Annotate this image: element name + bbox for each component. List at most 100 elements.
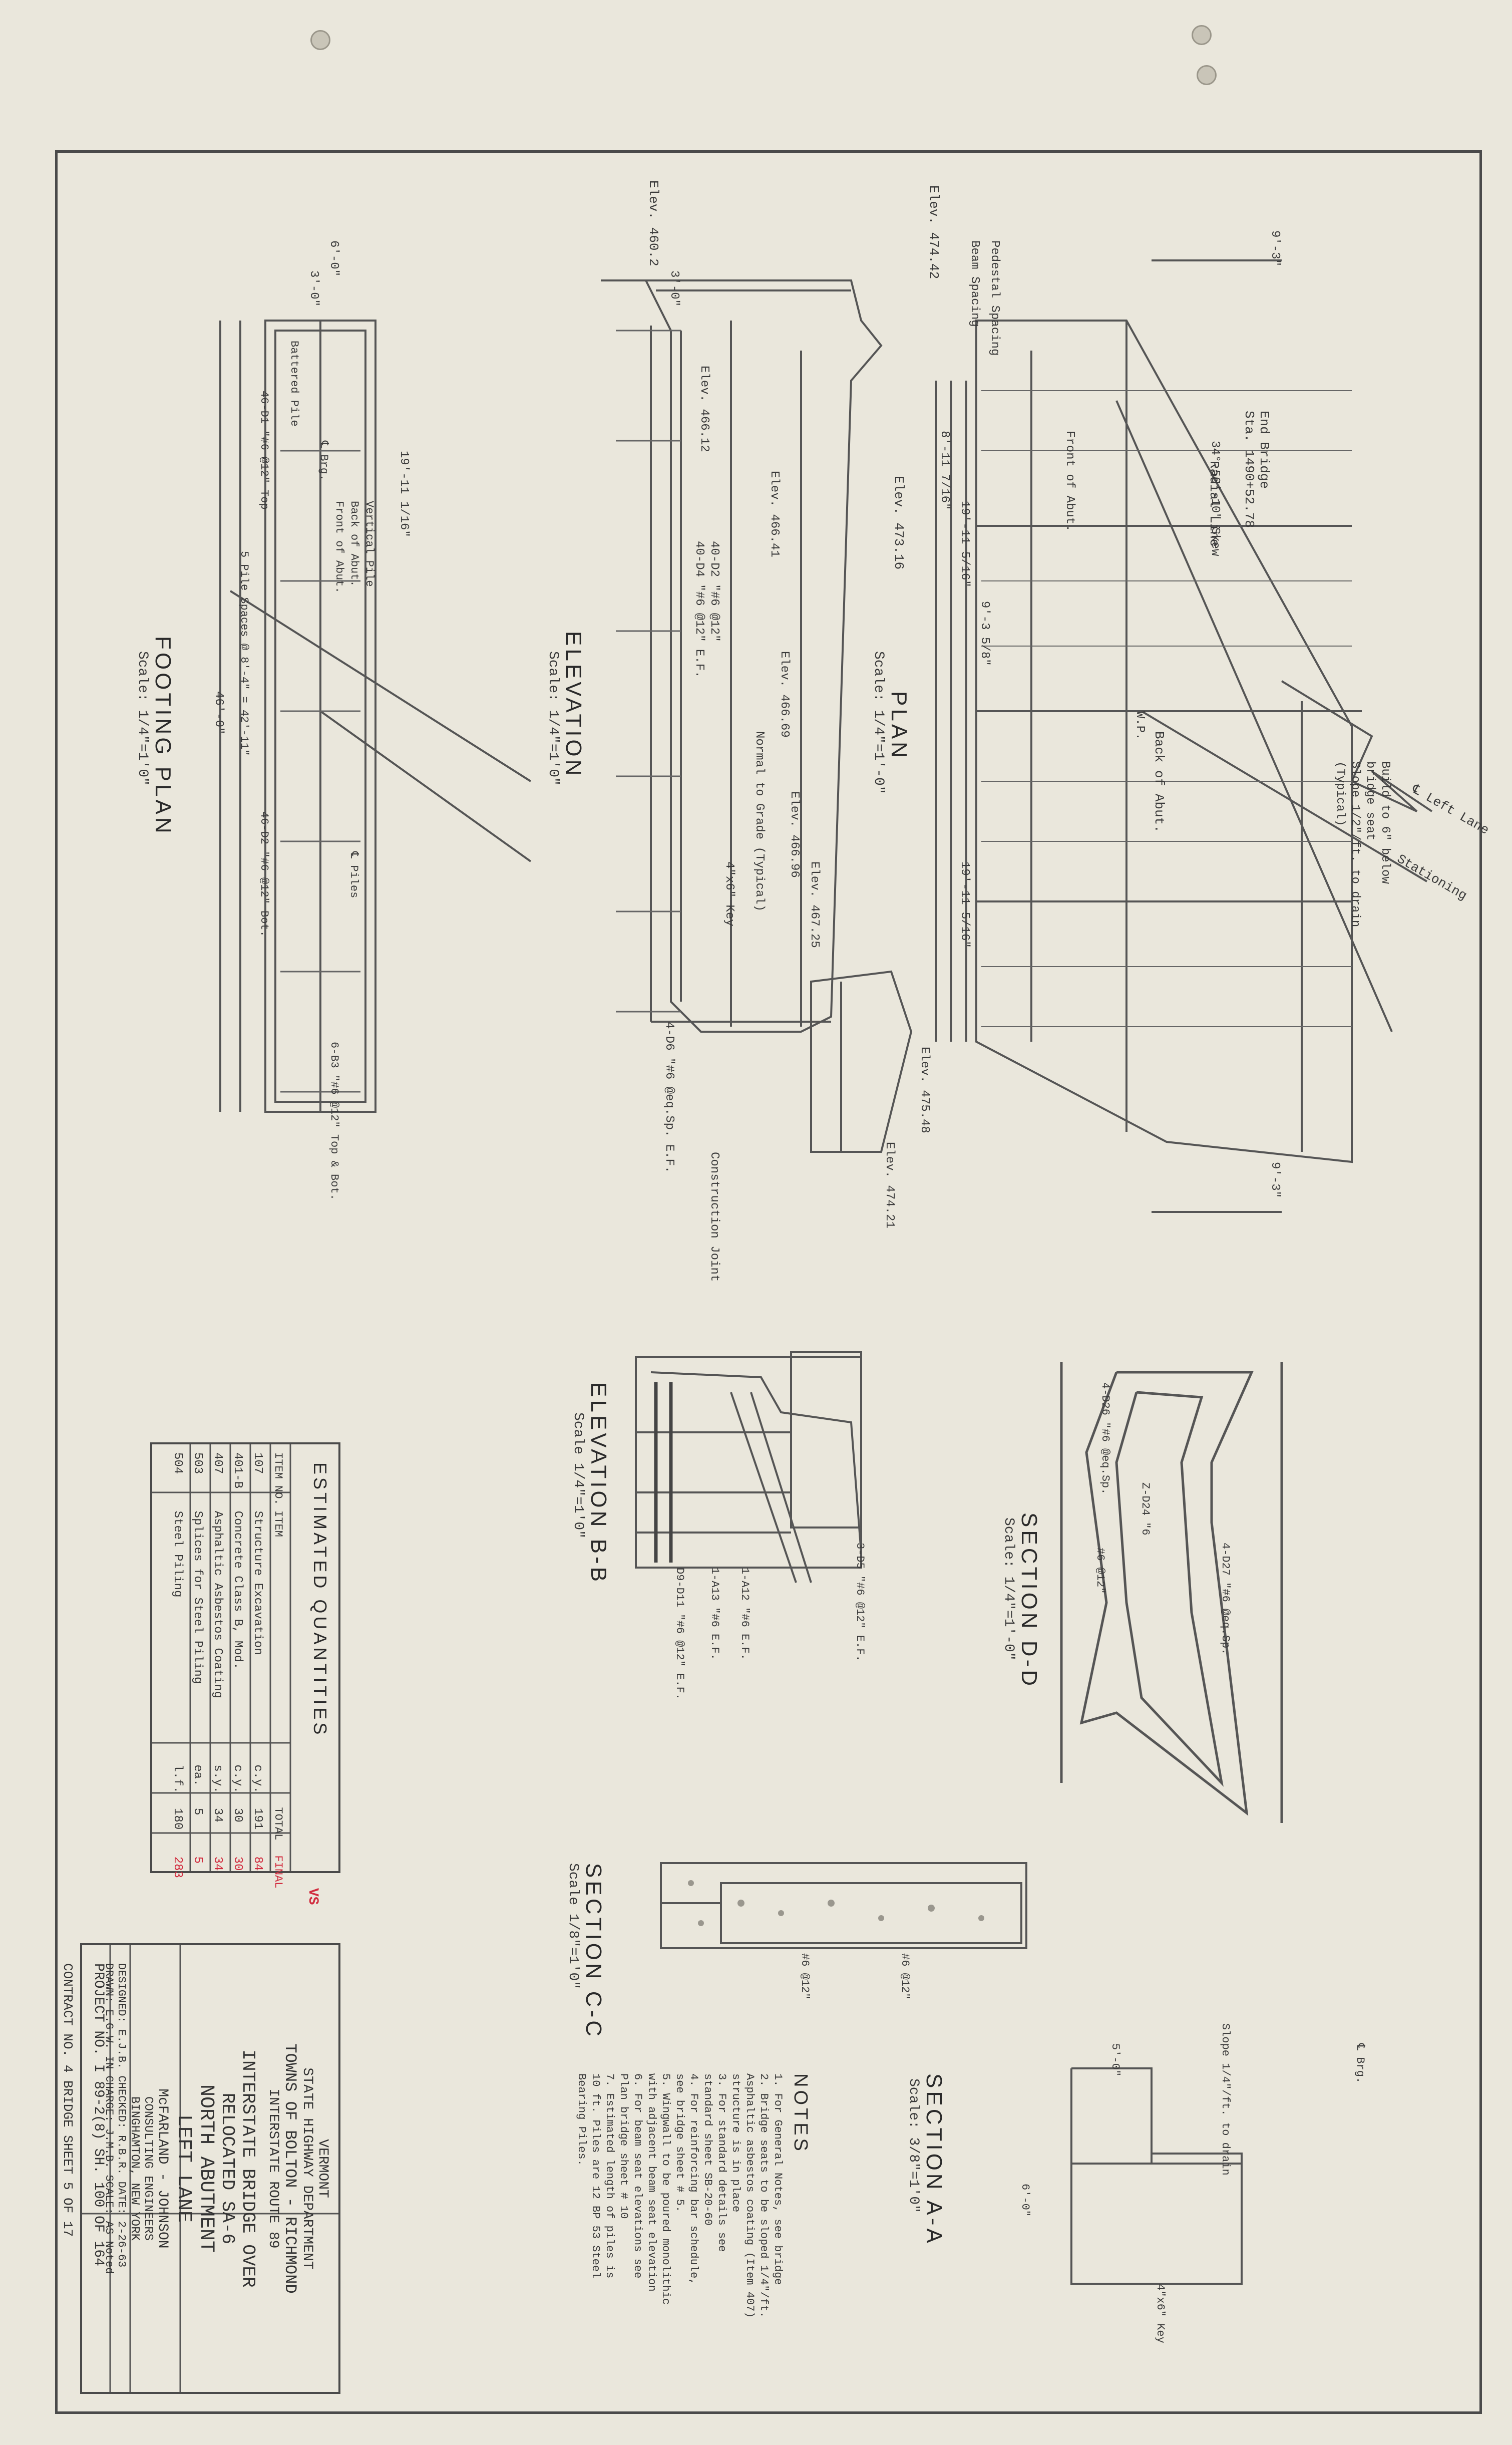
plan-elev-label: Elev. 474.42	[926, 185, 941, 279]
rebar-callout: 6-B3 "#6 @12" Top & Bot.	[328, 1042, 340, 1200]
note-line: with adjacent beam seat elevation	[645, 2073, 658, 2292]
footing-dimension: 46'-0"	[212, 691, 225, 735]
end-bridge-station: Sta. 1490+52.78	[1242, 411, 1257, 528]
title-block-text: VERMONT STATE HIGHWAY DEPARTMENT TOWNS O…	[172, 1963, 330, 2374]
quantities-header-row: ITEM NO. ITEM TOTAL FINAL	[272, 1452, 285, 1896]
elevation-label: Elev. 466.12	[697, 366, 711, 452]
rebar-callout: 1-A12 "#6 E.F.	[738, 1568, 751, 1660]
item-total: 34	[211, 1808, 224, 1822]
table-row: 407 Asphaltic Asbestos Coating s.y. 34 3…	[211, 1452, 225, 1897]
item-no: 504	[171, 1452, 184, 1474]
rebar-spacing: #6 @12"	[799, 1953, 811, 2000]
footing-dimension: 6'-0"	[327, 240, 340, 277]
tb-relocated: RELOCATED SA-6	[217, 2092, 238, 2245]
tb-dept: STATE HIGHWAY DEPARTMENT	[299, 2067, 315, 2270]
note-line: 5. Wingwall to be poured monolithic	[659, 2073, 672, 2305]
plan-dimension: 9'-3"	[1268, 230, 1282, 267]
item-name: Asphaltic Asbestos Coating	[211, 1510, 224, 1699]
quantities-table	[150, 1442, 340, 1873]
note-line: 4. For reinforcing bar schedule,	[687, 2073, 700, 2285]
elevation-label: Elev. 466.96	[788, 791, 801, 878]
item-name: Concrete Class B, Mod.	[231, 1510, 244, 1670]
plan-dimension: 9'-3 5/8"	[978, 601, 991, 666]
rebar-callout: 40-D2 "#6 @12"	[707, 541, 721, 642]
tb-route: INTERSTATE ROUTE 89	[265, 2088, 281, 2249]
title-block-contract: CONTRACT NO. 4 BRIDGE SHEET 5 OF 17	[60, 1963, 75, 2394]
vertical-pile-label: Vertical Pile	[363, 501, 375, 587]
front-of-abut-label: Front of Abut.	[333, 501, 345, 593]
elevation-label: Elev. 474.21	[883, 1142, 896, 1229]
notes-title: NOTES	[790, 2073, 811, 2154]
section-dimension: 6'-0"	[1019, 2184, 1031, 2217]
tb-project: PROJECT NO. I 89-2(8) SH. 100 OF 164	[91, 1963, 106, 2266]
rebar-callout: 1-A13 "#6 E.F.	[708, 1568, 721, 1660]
tb-towns: TOWNS OF BOLTON - RICHMOND	[281, 2043, 299, 2294]
note-line: Plan bridge sheet # 10	[617, 2073, 630, 2219]
plan-dimension: 19'-11 5/16"	[958, 501, 971, 587]
note-line: 10 ft. Piles are 12 BP 53 Steel	[589, 2073, 602, 2279]
tb-state: VERMONT	[315, 2139, 330, 2198]
item-name: Splices for Steel Piling	[191, 1510, 204, 1684]
plan-dimension: 9'-3"	[1268, 1162, 1282, 1198]
plan-dimension: 19'-11 5/16"	[958, 861, 971, 948]
elevation-dimension: 3'-0"	[667, 270, 681, 307]
note-line: 6. For beam seat elevations see	[631, 2073, 644, 2279]
back-of-abut-label: Back of Abut.	[1152, 731, 1167, 833]
brg-label: ℄ Brg.	[1354, 2043, 1366, 2084]
plan-title: PLAN	[887, 691, 911, 761]
table-row: 107 Structure Excavation c.y. 191 84	[251, 1452, 265, 1897]
pile-spaces-note: 5 Pile Spaces @ 8'-4" = 42'-11"	[238, 551, 250, 756]
normal-grade-note: Normal to Grade (Typical)	[752, 731, 766, 912]
end-bridge-label: End Bridge	[1257, 411, 1272, 489]
rebar-callout: 4-D27 "#6 @eq.Sp.	[1219, 1543, 1232, 1655]
elevation-label: Elev. 460.2	[646, 180, 661, 266]
item-final: 30	[231, 1856, 244, 1871]
title-block-firm: McFARLAND - JOHNSON CONSULTING ENGINEERS…	[103, 1963, 170, 2374]
elevation-label: Elev. 467.25	[808, 861, 821, 948]
brg-label: ℄ Brg.	[317, 441, 330, 481]
elevation-label: Elev. 475.48	[918, 1047, 931, 1133]
elevation-bb-scale: Scale 1/4"=1'0"	[570, 1412, 586, 1539]
item-final: 5	[191, 1856, 204, 1864]
note-line: 3. For standard details see	[715, 2073, 728, 2252]
plan-elev-label: Elev. 473.16	[891, 476, 906, 570]
item-final: 283	[171, 1856, 184, 1878]
title-block	[80, 1943, 340, 2394]
beam-spacing-label: Beam Spacing	[968, 240, 981, 327]
key-note: 4"x6" Key	[1154, 2284, 1167, 2343]
item-no: 107	[251, 1452, 264, 1474]
section-dimension: 5'-0"	[1109, 2043, 1121, 2077]
item-total: 5	[191, 1808, 204, 1815]
note-line: see bridge sheet # 5.	[673, 2073, 686, 2213]
note-line: structure is in place	[729, 2073, 742, 2213]
item-total: 191	[251, 1808, 264, 1830]
note-line: standard sheet SB-20-60	[701, 2073, 714, 2226]
item-final: 84	[251, 1856, 264, 1871]
item-unit: ea.	[191, 1764, 204, 1786]
slope-note: Slope 1/4"/ft. to drain	[1219, 2023, 1232, 2176]
item-final: 34	[211, 1856, 224, 1871]
header-item-no: ITEM NO.	[272, 1452, 284, 1505]
rebar-callout: 40-D4 "#6 @12" E.F.	[692, 541, 706, 678]
plan-scale: Scale: 1/4"=1'-0"	[871, 651, 886, 794]
elevation-label: Elev. 466.69	[778, 651, 791, 738]
rebar-spacing: #6 @12"	[899, 1953, 911, 2000]
item-total: 30	[231, 1808, 244, 1822]
title-block-project: PROJECT NO. I 89-2(8) SH. 100 OF 164	[91, 1963, 106, 2394]
tb-contract: CONTRACT NO. 4 BRIDGE SHEET 5 OF 17	[60, 1963, 75, 2237]
item-name: Steel Piling	[171, 1510, 184, 1598]
item-unit: c.y.	[251, 1764, 264, 1793]
punch-hole	[310, 30, 330, 50]
key-note: 4"x6" Key	[722, 861, 736, 927]
section-aa-title: SECTION A-A	[922, 2073, 946, 2246]
build-note: (Typical)	[1333, 761, 1347, 826]
note-line: Asphaltic asbestos coating (Item 407)	[743, 2073, 756, 2318]
rebar-callout: 46-D1 "#6 @12" Top	[258, 391, 270, 510]
pedestal-spacing-label: Pedestal Spacing	[988, 240, 1001, 356]
drawing-border	[55, 150, 1482, 2414]
elevation-scale: Scale: 1/4"=1'0"	[545, 651, 561, 786]
table-row: 503 Splices for Steel Piling ea. 5 5	[191, 1452, 205, 1897]
elevation-label: Elev. 466.41	[768, 471, 781, 557]
tb-firm-3: BINGHAMTON, NEW YORK	[128, 2096, 141, 2241]
